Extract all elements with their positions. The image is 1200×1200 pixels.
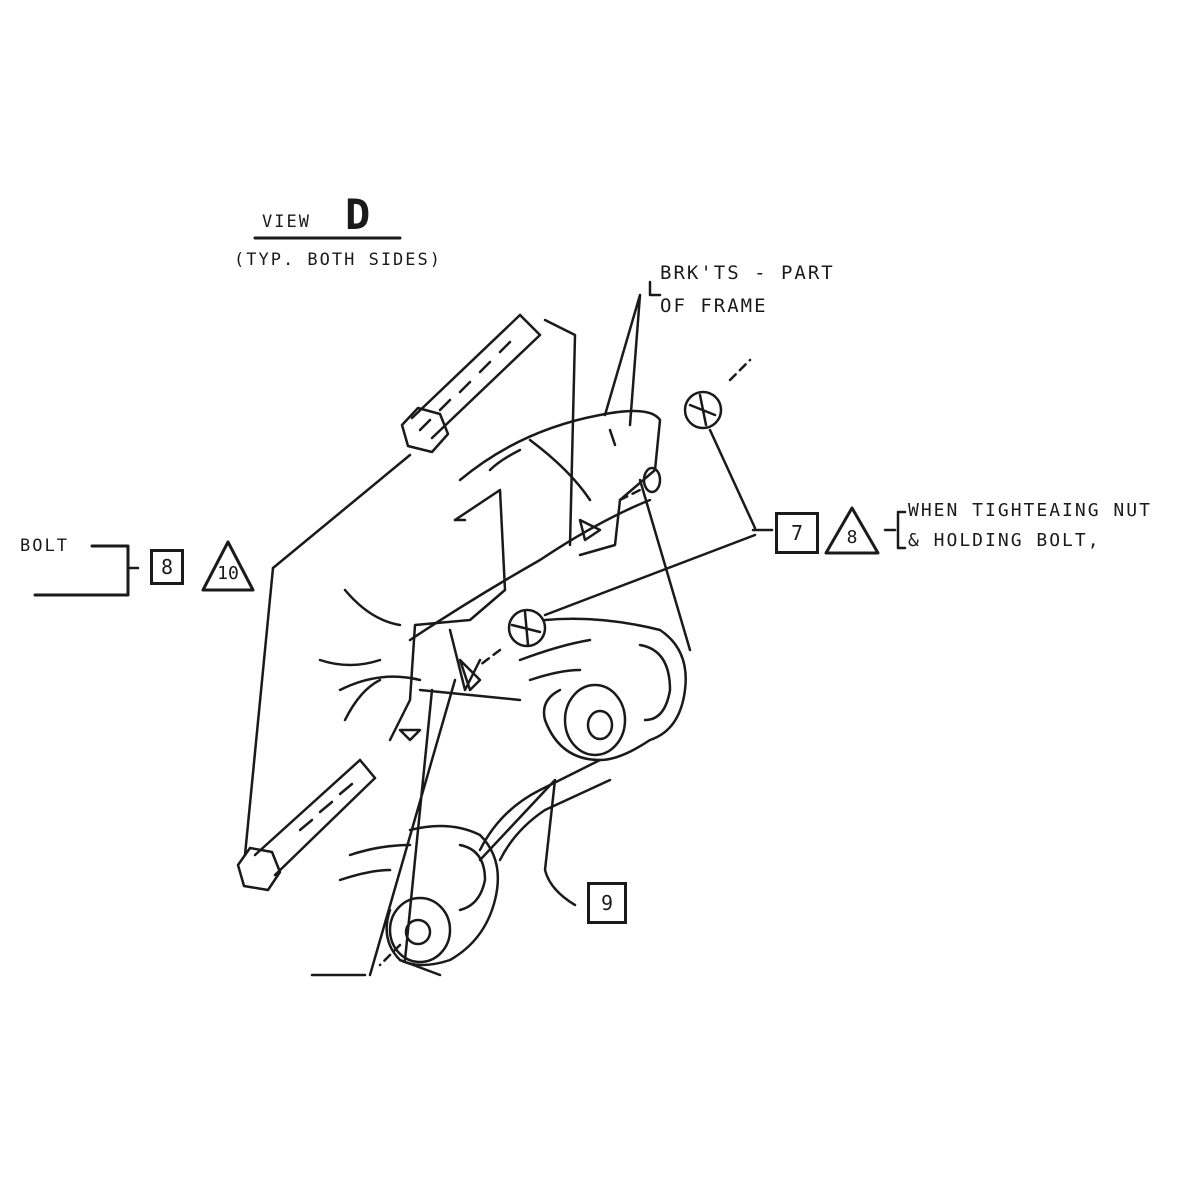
nut-torque-triangle: 8 (846, 527, 858, 548)
mount-part-number-box: 9 (587, 882, 627, 924)
upper-bolt (400, 313, 542, 454)
lower-nut (507, 608, 547, 648)
view-subtitle: (TYP. BOTH SIDES) (234, 250, 442, 270)
bolt-torque-triangle: 10 (217, 563, 239, 584)
lower-bolt (236, 758, 377, 892)
bolt-part-number-box: 8 (150, 549, 184, 585)
engine-mount (338, 617, 687, 977)
view-label: VIEW (262, 212, 311, 232)
upper-nut (642, 390, 723, 494)
nut-note-line1: WHEN TIGHTEAING NUT (908, 500, 1152, 521)
view-letter: D (345, 190, 373, 239)
nut-note-line2: & HOLDING BOLT, (908, 530, 1101, 551)
bolt-label: BOLT (20, 536, 69, 556)
brackets-note-line1: BRK'TS - PART (660, 262, 835, 284)
brackets-note-line2: OF FRAME (660, 295, 768, 317)
nut-part-number-box: 7 (775, 512, 819, 554)
